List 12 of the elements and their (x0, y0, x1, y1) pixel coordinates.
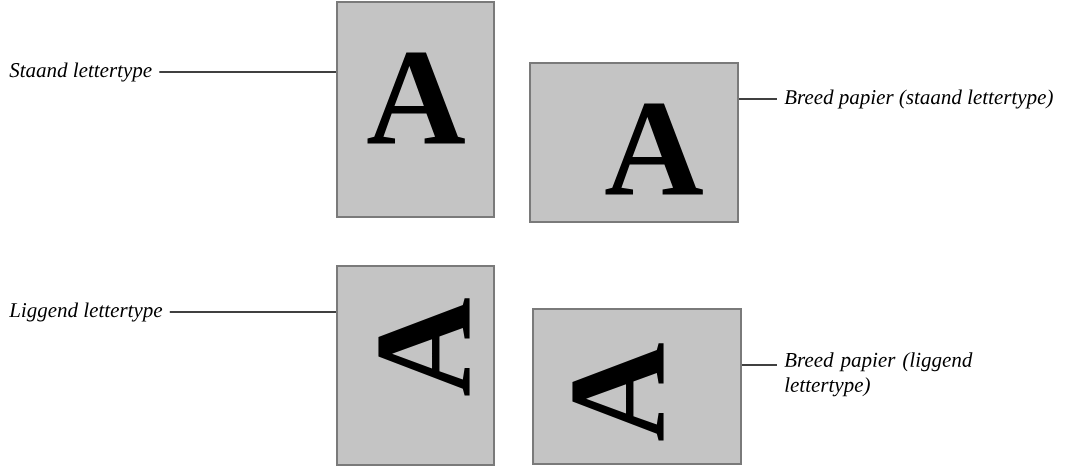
leader-line (158, 71, 337, 73)
label-text: Staand lettertype (9, 62, 152, 82)
leader-line (741, 364, 778, 366)
label-text: Liggend lettertype (8, 302, 163, 322)
letter-panel: A (529, 62, 739, 223)
leader-line (738, 98, 778, 100)
letter-panel: A (532, 308, 742, 465)
letter-panel: A (336, 265, 495, 466)
letter-panel: A (336, 1, 495, 218)
leader-line (169, 311, 337, 313)
label-text: Breed papier (liggend lettertype) (784, 352, 973, 397)
label-text: Breed papier (staand lettertype) (784, 89, 1053, 109)
